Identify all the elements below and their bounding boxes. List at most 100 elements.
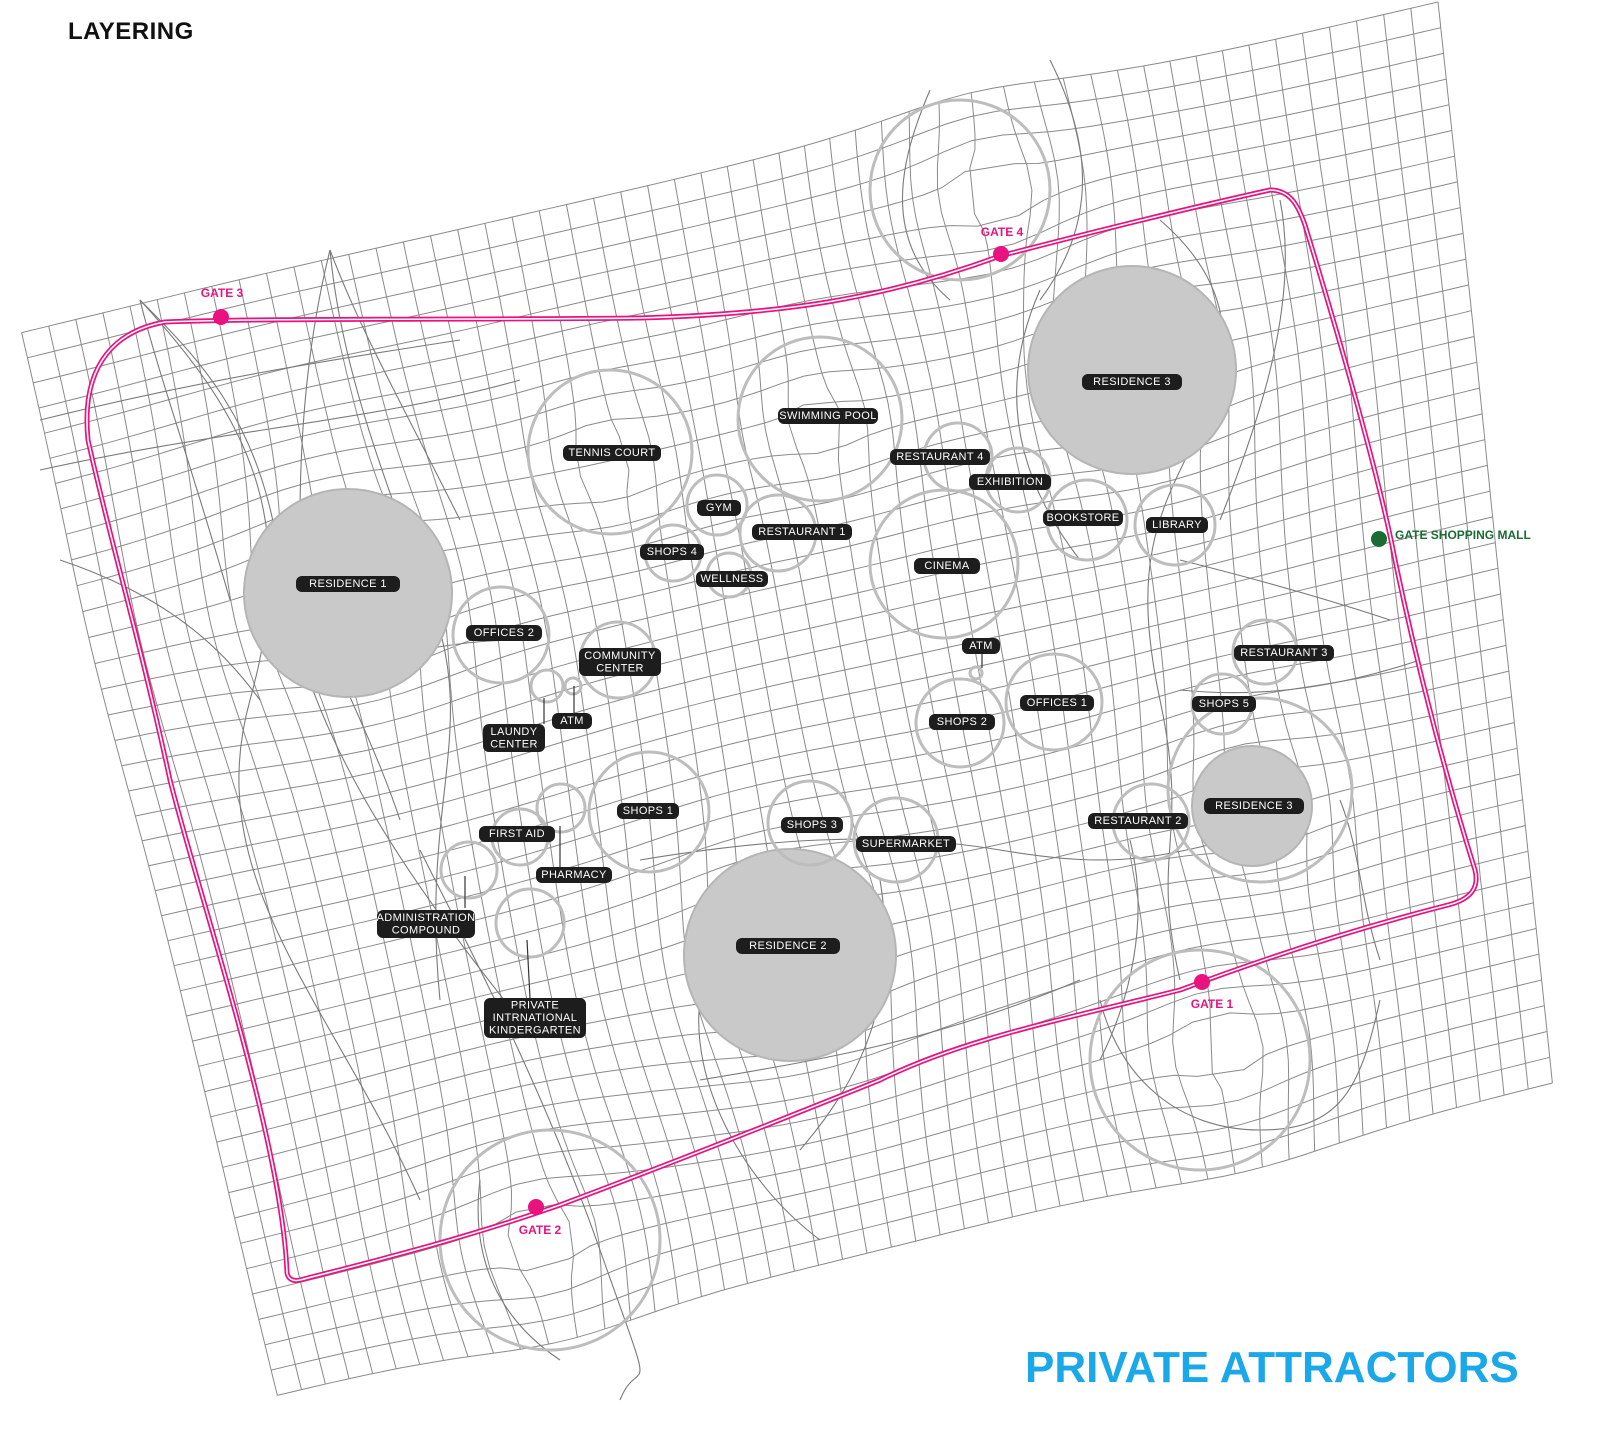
gate-label: GATE 2: [519, 1223, 562, 1237]
attractor-labels: RESIDENCE 1 RESIDENCE 2 RESIDENCE 3 RESIDEN…: [296, 374, 1334, 1038]
field-line: [59, 559, 261, 701]
label-first-aid: FIRST AID: [479, 826, 555, 842]
label-atm-west: ATM: [552, 713, 592, 729]
grid-line: [121, 439, 1485, 767]
label-exhibition: EXHIBITION: [969, 474, 1051, 490]
attractor-circle: [868, 98, 1052, 282]
label-background: [479, 826, 555, 842]
grid-line: [148, 542, 1496, 867]
grid-line: [161, 593, 1501, 917]
label-swimming-pool: SWIMMING POOL: [778, 408, 878, 424]
label-text: RESIDENCE 2: [749, 940, 827, 952]
grid-line: [102, 312, 350, 1379]
label-background: [736, 938, 840, 954]
label-cinema: CINEMA: [914, 558, 980, 574]
leader-line: [526, 939, 531, 999]
grid-line: [270, 1056, 1550, 1371]
label-background: [1020, 695, 1094, 711]
gate-2-marker: GATE 2: [519, 1199, 562, 1237]
label-text: RESTAURANT 3: [1240, 647, 1328, 659]
grid-line: [277, 1082, 1553, 1396]
grid-line: [240, 928, 1537, 1244]
grid-line: [21, 1, 1439, 334]
grid-line: [60, 181, 1458, 510]
label-residence-3a: RESIDENCE 3: [1082, 374, 1182, 390]
label-text: PRIVATE: [511, 1000, 559, 1012]
residence-circle: [683, 848, 897, 1062]
grid-line: [246, 953, 1540, 1270]
grid-line: [565, 204, 772, 1278]
label-background: [890, 449, 990, 465]
attractor-field-lines: [39, 59, 1421, 1401]
grid-line: [252, 979, 1542, 1295]
label-residence-2: RESIDENCE 2: [736, 938, 840, 954]
gate-shopping-mall-marker: GATE SHOPPING MALL: [1371, 528, 1531, 547]
attractor-circle: [868, 488, 1020, 640]
label-bookstore: BOOKSTORE: [1043, 510, 1123, 526]
gate-dot: [1371, 531, 1387, 547]
label-text: SHOPS 3: [787, 819, 838, 831]
label-residence-3b: RESIDENCE 3: [1204, 798, 1304, 814]
grid-line: [211, 286, 444, 1361]
leader-lines: [464, 652, 983, 999]
field-line: [699, 979, 1081, 1081]
residence-circle: [243, 488, 453, 698]
grid-line: [71, 232, 1464, 561]
attractor-circles: [243, 98, 1354, 1352]
label-background: [1192, 696, 1256, 712]
page-heading: LAYERING: [68, 18, 194, 45]
gate-label: GATE 1: [1191, 997, 1234, 1011]
grid-line: [320, 260, 550, 1345]
label-text: EXHIBITION: [977, 476, 1043, 488]
label-shops-2: SHOPS 2: [929, 714, 995, 730]
label-text: COMMUNITY: [584, 650, 656, 662]
label-text: ATM: [969, 640, 993, 652]
attractor-circle: [526, 368, 694, 536]
label-text: SHOPS 5: [1199, 698, 1250, 710]
field-line: [419, 849, 641, 1401]
grid-line: [128, 464, 1488, 792]
label-shops-4: SHOPS 4: [640, 544, 704, 560]
attractor-circle: [439, 840, 499, 900]
field-line: [39, 339, 461, 421]
label-text: BOOKSTORE: [1046, 512, 1119, 524]
label-background: [929, 714, 995, 730]
gate-label: GATE SHOPPING MALL: [1395, 528, 1531, 542]
label-text: SUPERMARKET: [862, 838, 950, 850]
grid-line: [258, 1005, 1545, 1320]
label-restaurant-4: RESTAURANT 4: [890, 449, 990, 465]
label-tennis-court: TENNIS COURT: [563, 445, 661, 461]
gate-3-marker: GATE 3: [201, 286, 244, 325]
label-background: [1204, 798, 1304, 814]
label-background: [579, 648, 661, 676]
field-line: [639, 819, 1301, 861]
attractor-circle: [766, 779, 854, 867]
grid-line: [216, 825, 1526, 1143]
field-line: [139, 299, 231, 601]
label-text: SHOPS 4: [647, 546, 698, 558]
label-text: PHARMACY: [541, 869, 607, 881]
label-background: [1234, 645, 1334, 661]
attractor-circle: [736, 335, 904, 503]
label-text: INTRNATIONAL: [493, 1012, 578, 1024]
deformed-grid: [21, 1, 1553, 1396]
label-text: RESIDENCE 1: [309, 578, 387, 590]
grid-line: [75, 319, 326, 1385]
gate-label: GATE 4: [981, 225, 1024, 239]
label-text: CENTER: [596, 662, 644, 674]
label-atm-east: ATM: [962, 638, 1000, 654]
label-background: [640, 544, 704, 560]
route-inner: [86, 189, 1477, 1282]
label-background: [483, 724, 545, 752]
residence-circle: [1027, 265, 1237, 475]
gate-label: GATE 3: [201, 286, 244, 300]
label-shops-5: SHOPS 5: [1192, 696, 1256, 712]
label-text: FIRST AID: [489, 828, 545, 840]
grid-line: [167, 619, 1504, 942]
label-restaurant-2: RESTAURANT 2: [1088, 813, 1188, 829]
grid-line: [33, 52, 1444, 384]
